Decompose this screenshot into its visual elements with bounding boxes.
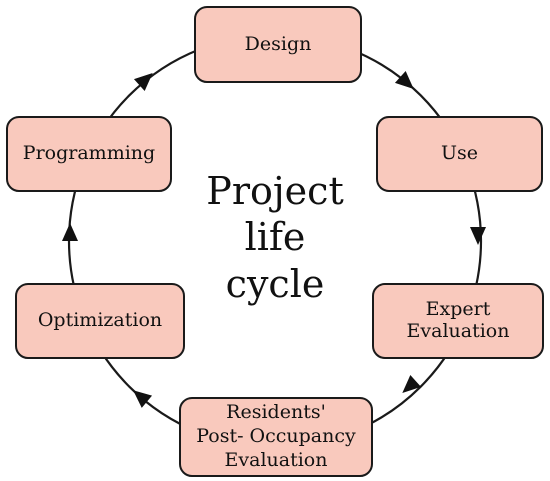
arrow-optimization-to-programming xyxy=(62,223,78,241)
node-residents-post-occupancy-evaluation: Residents' Post- Occupancy Evaluation xyxy=(179,397,373,477)
node-expert-evaluation: Expert Evaluation xyxy=(372,283,544,359)
node-use: Use xyxy=(376,116,543,192)
arrow-use-to-expert-evaluation xyxy=(470,227,486,245)
arrow-programming-to-design xyxy=(133,72,153,91)
node-programming: Programming xyxy=(6,116,172,192)
arrow-design-to-use xyxy=(394,71,414,90)
center-title: Project life cycle xyxy=(206,169,344,306)
arrow-expert-evaluation-to-residents xyxy=(402,375,422,394)
arrow-residents-to-optimization xyxy=(133,390,153,408)
node-optimization: Optimization xyxy=(15,283,185,359)
node-design: Design xyxy=(194,6,362,83)
